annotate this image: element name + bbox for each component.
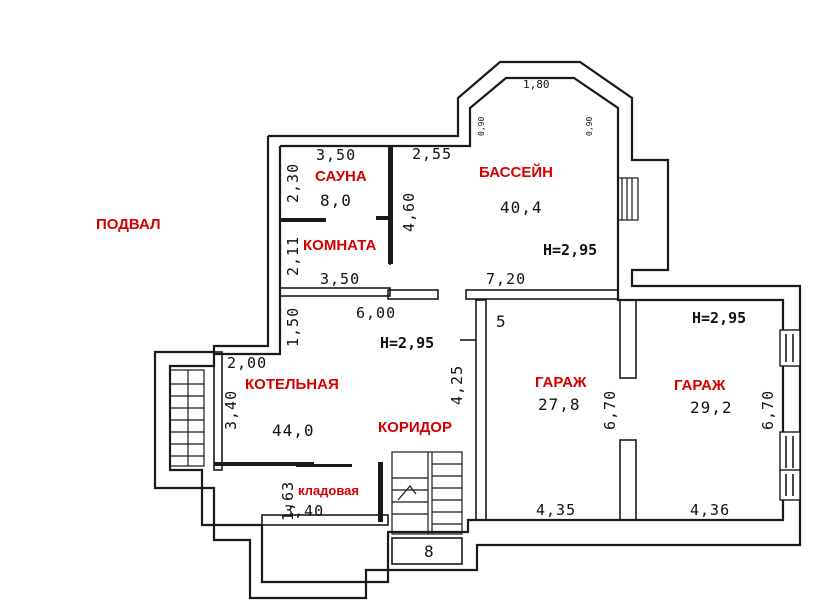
dim-bay-left-side: 0,90 bbox=[477, 117, 486, 136]
room-label-room: КОМНАТА bbox=[303, 237, 376, 254]
dim-garage-right-width: 4,36 bbox=[690, 501, 730, 519]
dim-pool-partition: 4,60 bbox=[400, 192, 418, 232]
room-label-sauna: САУНА bbox=[315, 168, 367, 185]
interior-walls bbox=[213, 146, 637, 526]
dim-boiler-height: 3,40 bbox=[222, 390, 240, 430]
left-staircase bbox=[169, 369, 205, 467]
dim-garage-left-width: 4,35 bbox=[536, 501, 576, 519]
pool-steps bbox=[617, 177, 639, 221]
area-stair-block: 8 bbox=[424, 542, 435, 561]
dim-sauna-height: 2,30 bbox=[284, 163, 302, 203]
dim-pantry-height: 1,63 bbox=[279, 481, 297, 521]
room-label-pool: БАССЕЙН bbox=[479, 163, 553, 181]
dim-room-height: 2,11 bbox=[284, 236, 302, 276]
area-sauna: 8,0 bbox=[320, 191, 352, 210]
area-garage-right: 29,2 bbox=[690, 398, 733, 417]
area-garage-left: 27,8 bbox=[538, 395, 581, 414]
height-garage-right: H=2,95 bbox=[692, 309, 746, 327]
central-staircase bbox=[391, 451, 463, 565]
dim-garage-left-depth: 6,70 bbox=[601, 390, 619, 430]
corridor-mark: 5 bbox=[496, 312, 507, 331]
dim-corridor-height: 4,25 bbox=[448, 365, 466, 405]
height-corridor: H=2,95 bbox=[380, 334, 434, 352]
dim-corridor-width: 6,00 bbox=[356, 304, 396, 322]
area-boiler: 44,0 bbox=[272, 421, 315, 440]
dim-room-width: 3,50 bbox=[320, 270, 360, 288]
height-pool: H=2,95 bbox=[543, 241, 597, 259]
window-garage-upper bbox=[779, 329, 801, 367]
room-label-pantry: кладовая bbox=[298, 483, 359, 498]
dim-pantry-width: 3,40 bbox=[284, 502, 324, 520]
dim-pool-left-width: 2,55 bbox=[412, 145, 452, 163]
dim-bay-top: 1,80 bbox=[523, 78, 550, 91]
window-garage-lower bbox=[779, 469, 801, 501]
dim-garage-right-depth: 6,70 bbox=[759, 390, 777, 430]
dim-pool-bottom-width: 7,20 bbox=[486, 270, 526, 288]
room-label-garage-right: ГАРАЖ bbox=[674, 377, 726, 394]
plan-title: ПОДВАЛ bbox=[96, 216, 161, 233]
area-pool: 40,4 bbox=[500, 198, 543, 217]
room-label-garage-left: ГАРАЖ bbox=[535, 374, 587, 391]
room-label-corridor: КОРИДОР bbox=[378, 419, 452, 436]
room-label-boiler: КОТЕЛЬНАЯ bbox=[245, 376, 339, 393]
dim-bay-right-side: 0,90 bbox=[585, 117, 594, 136]
window-garage-mid bbox=[779, 431, 801, 473]
dim-sauna-width: 3,50 bbox=[316, 146, 356, 164]
dim-corridor-left: 1,50 bbox=[284, 307, 302, 347]
windows bbox=[779, 329, 801, 501]
dim-boiler-width: 2,00 bbox=[227, 354, 267, 372]
